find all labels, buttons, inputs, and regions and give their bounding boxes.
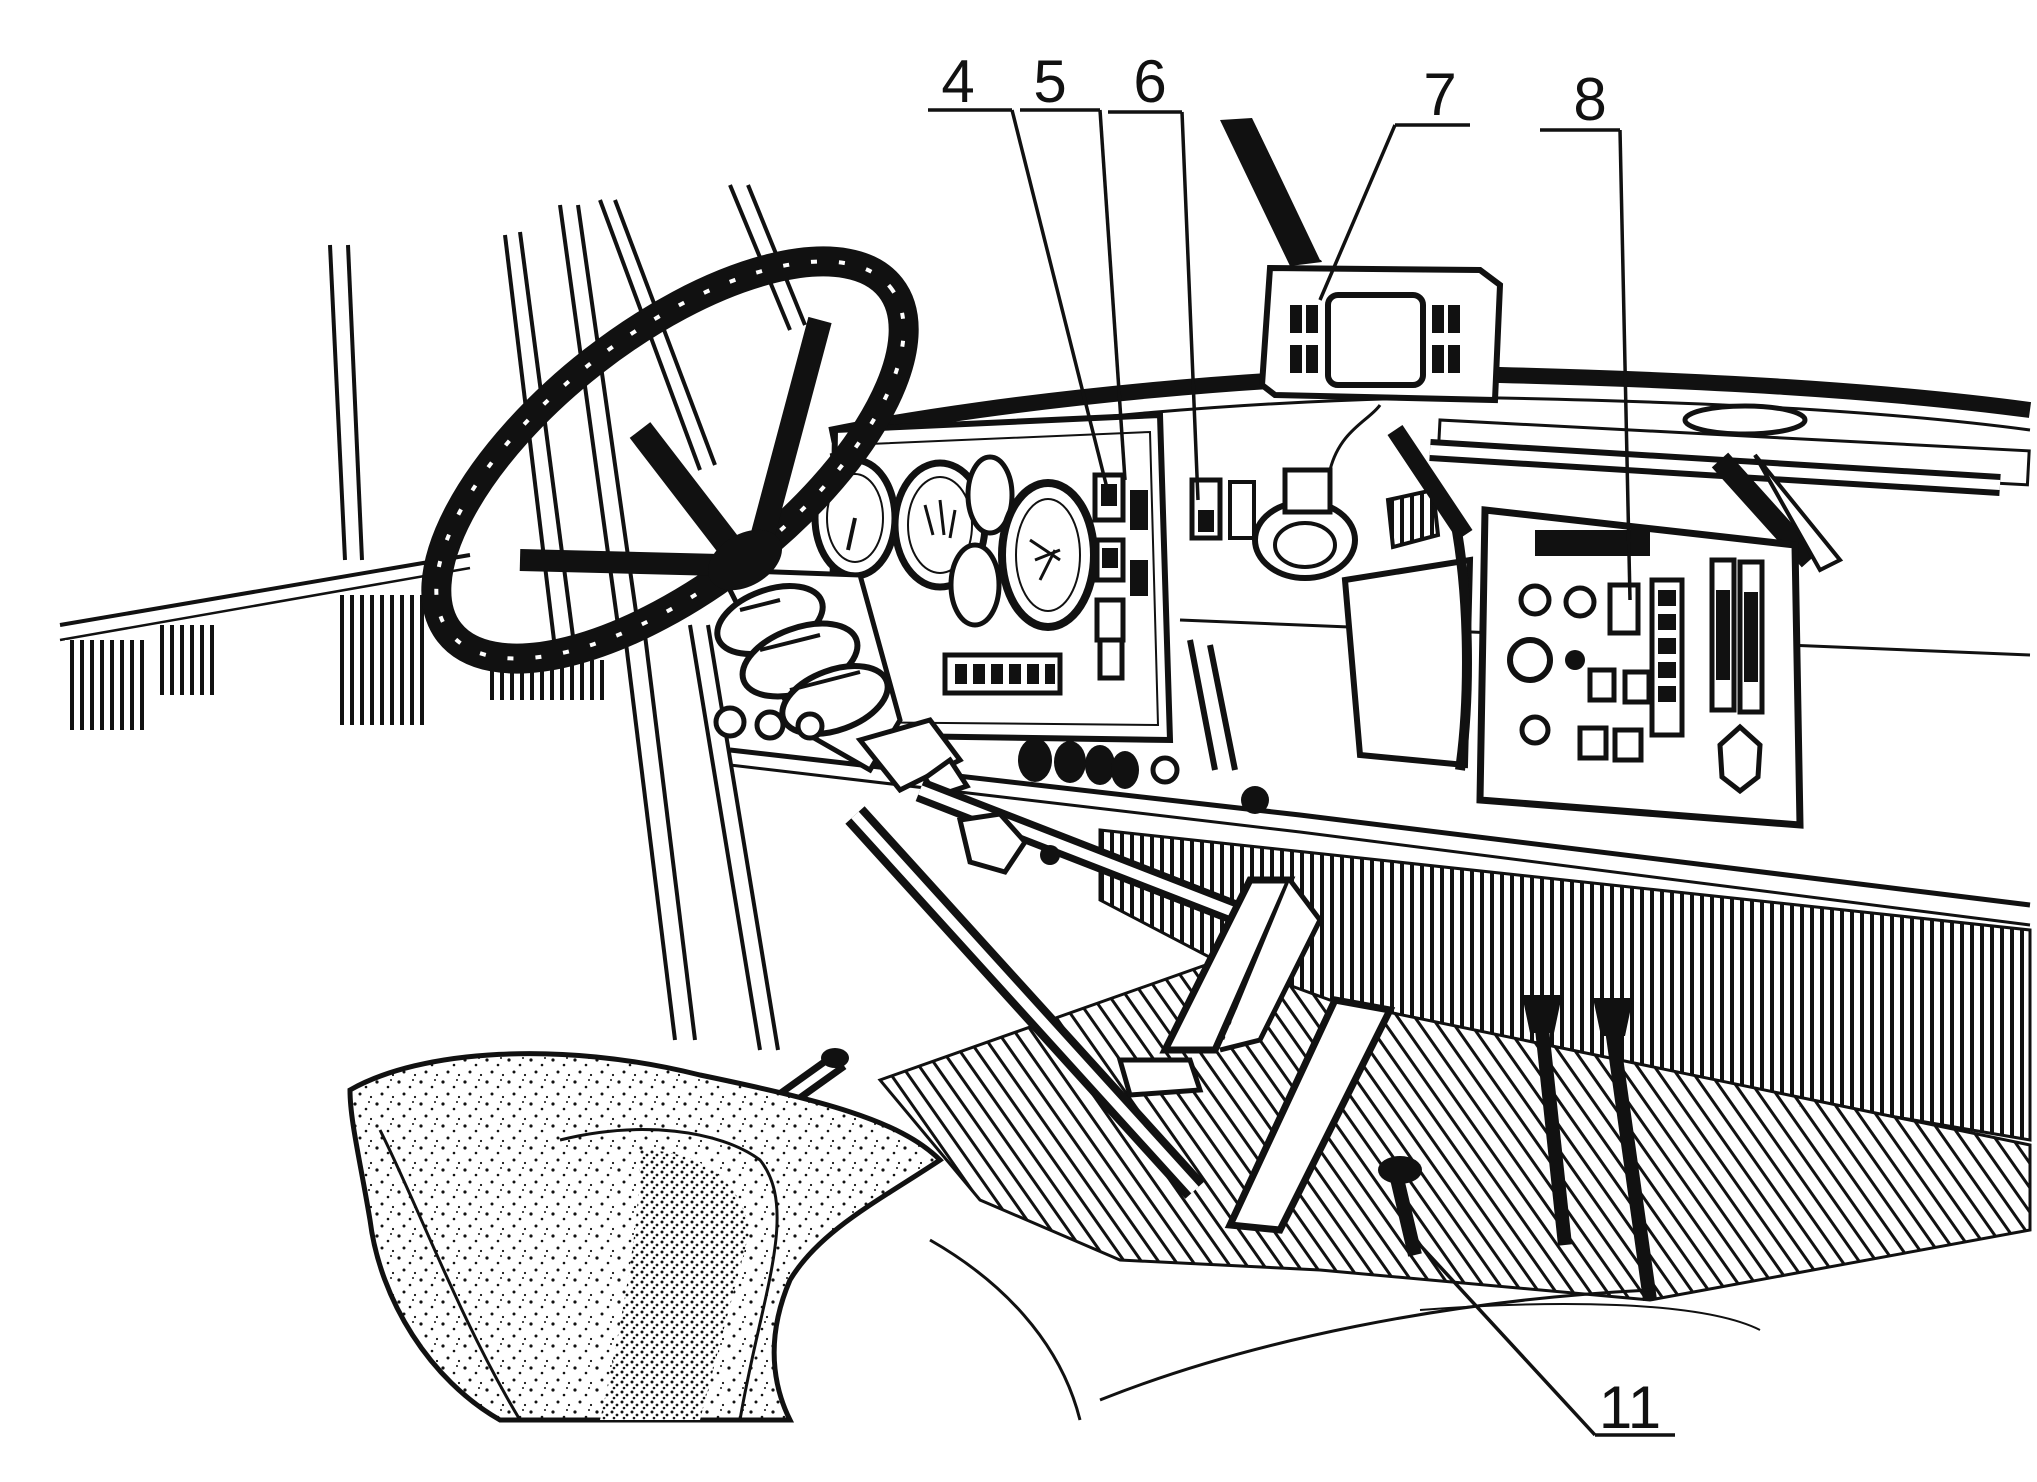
callout-label-8: 8 <box>1573 66 1606 133</box>
callout-label-4: 4 <box>941 48 974 115</box>
warning-lamp-strip <box>942 652 1063 696</box>
gauge-speedometer <box>998 479 1098 631</box>
callout-label-7: 7 <box>1423 61 1456 128</box>
windshield-pillar <box>1220 118 1330 266</box>
cluster-rocker-switches <box>1092 472 1148 681</box>
gauge-small-bottom <box>948 542 1002 628</box>
callout-leaders <box>928 108 1675 1437</box>
driver-seat <box>347 1051 1761 1423</box>
heater-duct-cover <box>1341 487 1474 771</box>
auxiliary-switch-panel <box>1476 506 1804 829</box>
callout-label-11: 11 <box>1599 1374 1661 1441</box>
brake-linkage-rod <box>845 778 1285 1199</box>
steering-wheel <box>421 246 919 674</box>
dash-rocker-switches <box>1189 477 1256 541</box>
callout-label-5: 5 <box>1033 48 1066 115</box>
dash-vent-housing <box>1252 404 1382 581</box>
cab-window-frame <box>328 184 807 691</box>
clutch-pedal <box>1116 876 1323 1098</box>
gauge-small-top <box>965 454 1015 536</box>
door-pillar <box>623 624 780 1051</box>
steering-column <box>714 567 964 794</box>
door-panel <box>59 553 610 730</box>
callout-labels: 4 5 6 7 8 11 <box>941 48 1661 1441</box>
floor-levers <box>1378 995 1657 1301</box>
accelerator-pedal <box>1224 996 1396 1234</box>
callout-label-6: 6 <box>1133 48 1166 115</box>
overhead-control-unit <box>1258 264 1504 404</box>
